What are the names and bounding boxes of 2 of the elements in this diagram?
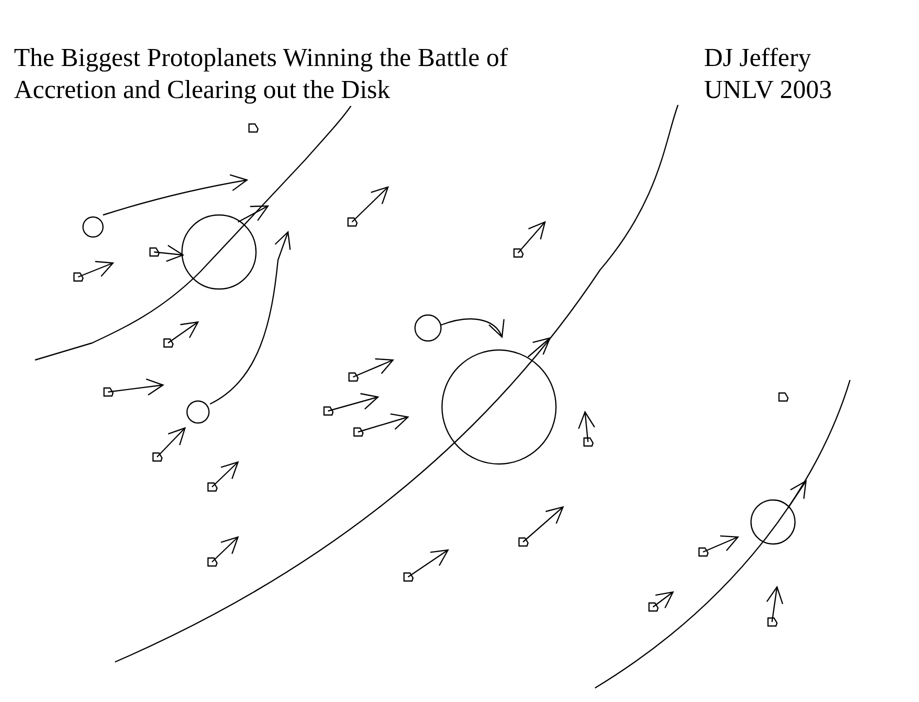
date-label: UNLV 2003	[704, 74, 832, 106]
author-label: DJ Jeffery	[704, 42, 812, 74]
